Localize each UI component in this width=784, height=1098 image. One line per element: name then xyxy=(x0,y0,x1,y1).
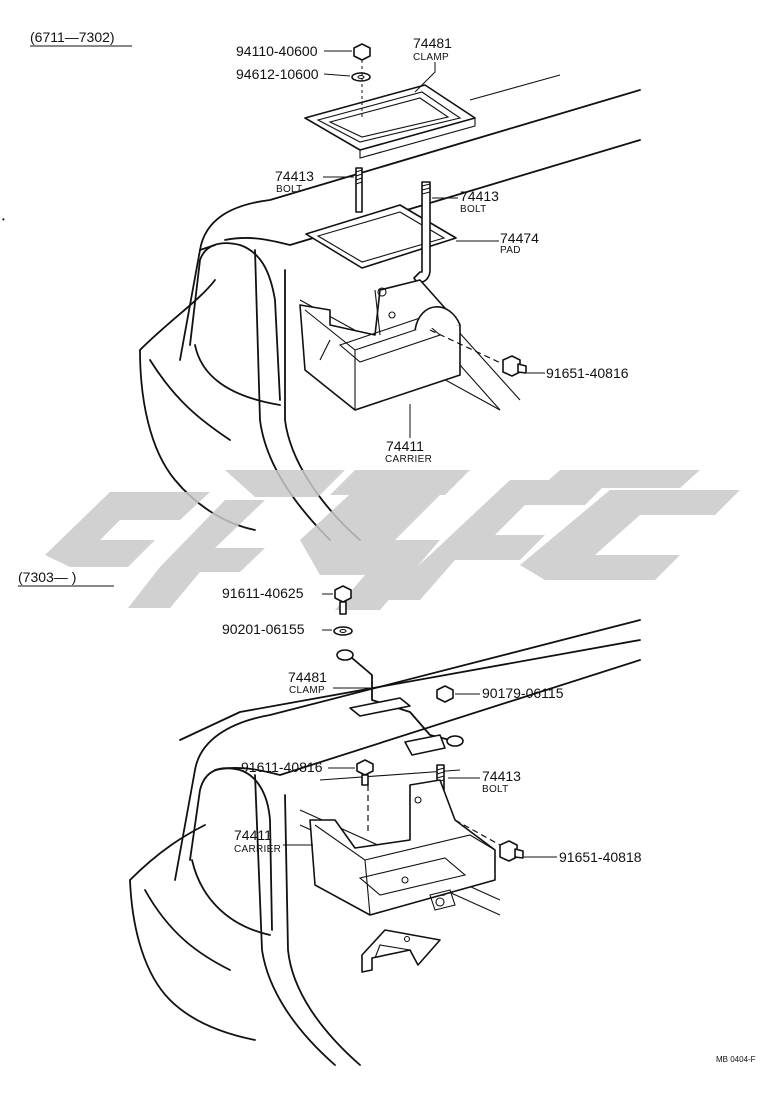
callout-part-number: 90179-06115 xyxy=(482,685,564,701)
reference-code: MB 0404-F xyxy=(716,1055,756,1064)
callout-part-number: 74474 xyxy=(500,230,539,246)
callout-part-number: 74413 xyxy=(460,188,499,204)
bolt-icon xyxy=(502,355,527,377)
top-carrier xyxy=(299,279,461,411)
callout-part-number: 91611-40625 xyxy=(222,585,304,601)
callout-part-name: CLAMP xyxy=(413,52,449,63)
top-leaders xyxy=(323,50,545,438)
bottom-clamp xyxy=(336,649,464,756)
callout-part-number: 94612-10600 xyxy=(236,66,319,82)
nut-icon xyxy=(436,685,454,703)
stray-mark: • xyxy=(2,215,5,224)
bottom-car-body xyxy=(129,619,641,1066)
callout-part-number: 74413 xyxy=(275,168,314,184)
callout-part-number: 74481 xyxy=(288,669,327,685)
bolt-icon xyxy=(356,759,374,786)
callout-part-name: BOLT xyxy=(460,204,487,215)
callout-part-number: 90201-06155 xyxy=(222,621,305,637)
callout-part-number: 91651-40818 xyxy=(559,849,642,865)
bottom-bracket xyxy=(361,929,441,973)
callout-part-name: BOLT xyxy=(276,184,303,195)
range-bottom: (7303— ) xyxy=(18,569,76,585)
bottom-leaders xyxy=(283,593,557,858)
bottom-carrier xyxy=(309,779,496,916)
nut-icon xyxy=(353,43,371,61)
range-top: (6711—7302) xyxy=(30,29,115,45)
callout-part-number: 94110-40600 xyxy=(236,43,318,59)
callout-part-name: CARRIER xyxy=(385,454,432,465)
bolt-icon xyxy=(334,585,352,615)
top-assembly: (6711—7302) 94110-40600 94612-10600 7448… xyxy=(30,29,641,541)
bolt-icon xyxy=(355,167,363,213)
callout-part-number: 91611-40816 xyxy=(241,759,323,775)
washer-icon xyxy=(333,626,353,636)
bolt-icon xyxy=(499,840,524,862)
watermark-logo xyxy=(45,470,740,610)
callout-part-name: CLAMP xyxy=(289,685,325,696)
washer-icon xyxy=(351,72,371,82)
top-clamp xyxy=(304,84,476,159)
top-pad xyxy=(305,204,457,269)
callout-part-number: 74413 xyxy=(482,768,521,784)
callout-part-name: CARRIER xyxy=(234,844,281,855)
callout-part-number: 74411 xyxy=(234,827,272,843)
callout-part-name: PAD xyxy=(500,245,521,256)
bottom-assembly: (7303— ) 91611-40625 90201-06155 74481 C… xyxy=(18,569,642,1066)
callout-part-name: BOLT xyxy=(482,784,509,795)
callout-part-number: 74411 xyxy=(386,438,424,454)
callout-part-number: 74481 xyxy=(413,35,452,51)
callout-part-number: 91651-40816 xyxy=(546,365,629,381)
